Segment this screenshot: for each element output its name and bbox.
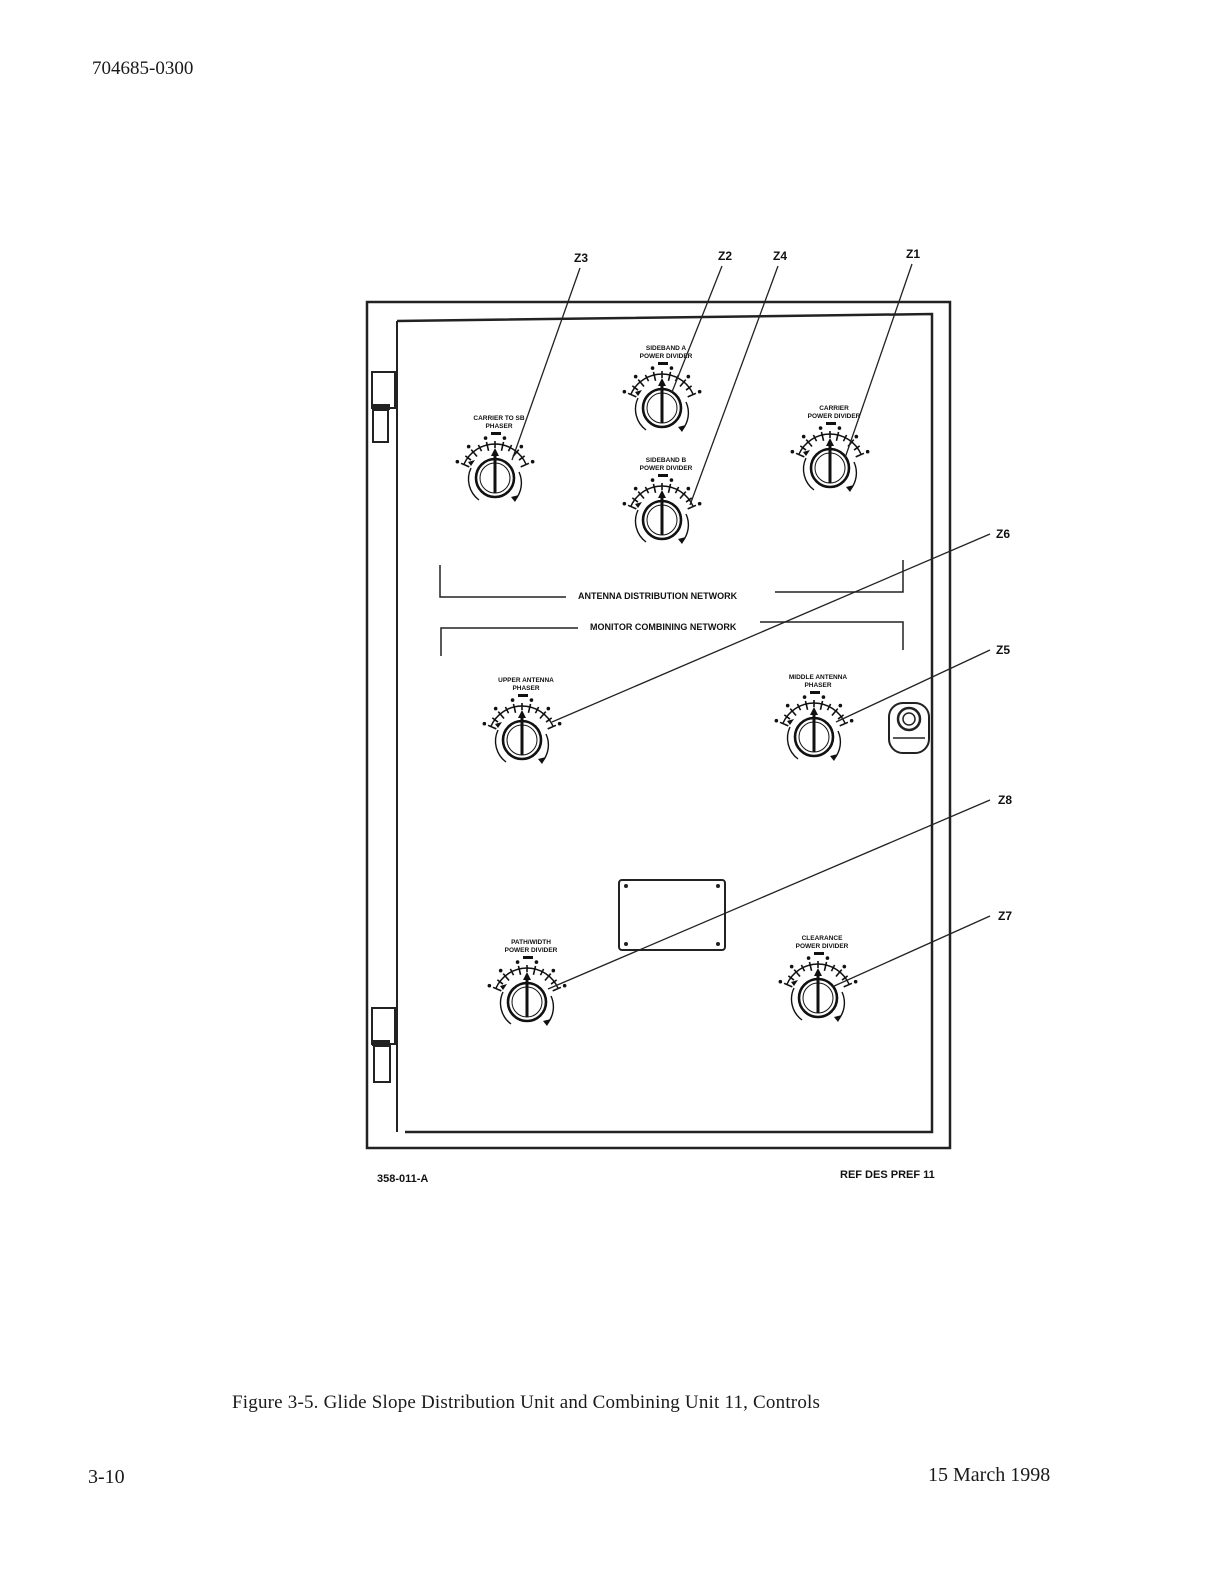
leader-lines xyxy=(511,263,991,990)
callout-z6: Z6 xyxy=(996,527,1010,541)
document-number: 704685-0300 xyxy=(92,58,194,79)
knob-z1-label-1: CARRIER xyxy=(819,405,849,412)
antenna-network-label: ANTENNA DISTRIBUTION NETWORK xyxy=(578,591,738,601)
callout-z2: Z2 xyxy=(718,249,732,263)
drawing-number: 358-011-A xyxy=(377,1173,428,1185)
knob-z5-label-2: PHASER xyxy=(804,682,831,689)
publication-date: 15 March 1998 xyxy=(928,1464,1051,1486)
figure-caption: Figure 3-5. Glide Slope Distribution Uni… xyxy=(232,1392,821,1413)
monitor-network-label: MONITOR COMBINING NETWORK xyxy=(590,622,737,632)
callout-z3: Z3 xyxy=(574,251,588,265)
knob-z2-label-1: SIDEBAND A xyxy=(646,345,687,352)
callout-z5: Z5 xyxy=(996,643,1010,657)
knob-z5-label-1: MIDDLE ANTENNA xyxy=(789,674,848,681)
monitor-network-bracket xyxy=(440,621,904,656)
door-panel xyxy=(396,312,934,1134)
knob-z1-label-2: POWER DIVIDER xyxy=(808,413,861,420)
callout-z4: Z4 xyxy=(773,249,787,263)
knob-z4-label-1: SIDEBAND B xyxy=(646,457,687,464)
page-number: 3-10 xyxy=(88,1466,125,1488)
door-latch xyxy=(888,702,930,754)
nameplate xyxy=(618,879,726,951)
knob-z2-label-2: POWER DIVIDER xyxy=(640,353,693,360)
knob-z7-label-1: CLEARANCE xyxy=(802,935,843,942)
knob-z4-label-2: POWER DIVIDER xyxy=(640,465,693,472)
knob-z7-label-2: POWER DIVIDER xyxy=(796,943,849,950)
knob-z6-label-2: PHASER xyxy=(512,685,539,692)
ref-des-pref: REF DES PREF 11 xyxy=(840,1169,935,1181)
cabinet-frame xyxy=(365,300,952,1150)
knob-z6-label-1: UPPER ANTENNA xyxy=(498,677,554,684)
knob-z3-label-1: CARRIER TO SB xyxy=(473,415,524,422)
upper-hinge xyxy=(371,371,396,443)
callout-z8: Z8 xyxy=(998,793,1012,807)
lower-hinge xyxy=(371,1007,396,1083)
knob-z3-label-2: PHASER xyxy=(485,423,512,430)
callout-z1: Z1 xyxy=(906,247,920,261)
knob-z8-label-2: POWER DIVIDER xyxy=(505,947,558,954)
knob-z8-label-1: PATH/WIDTH xyxy=(511,939,551,946)
callout-z7: Z7 xyxy=(998,909,1012,923)
